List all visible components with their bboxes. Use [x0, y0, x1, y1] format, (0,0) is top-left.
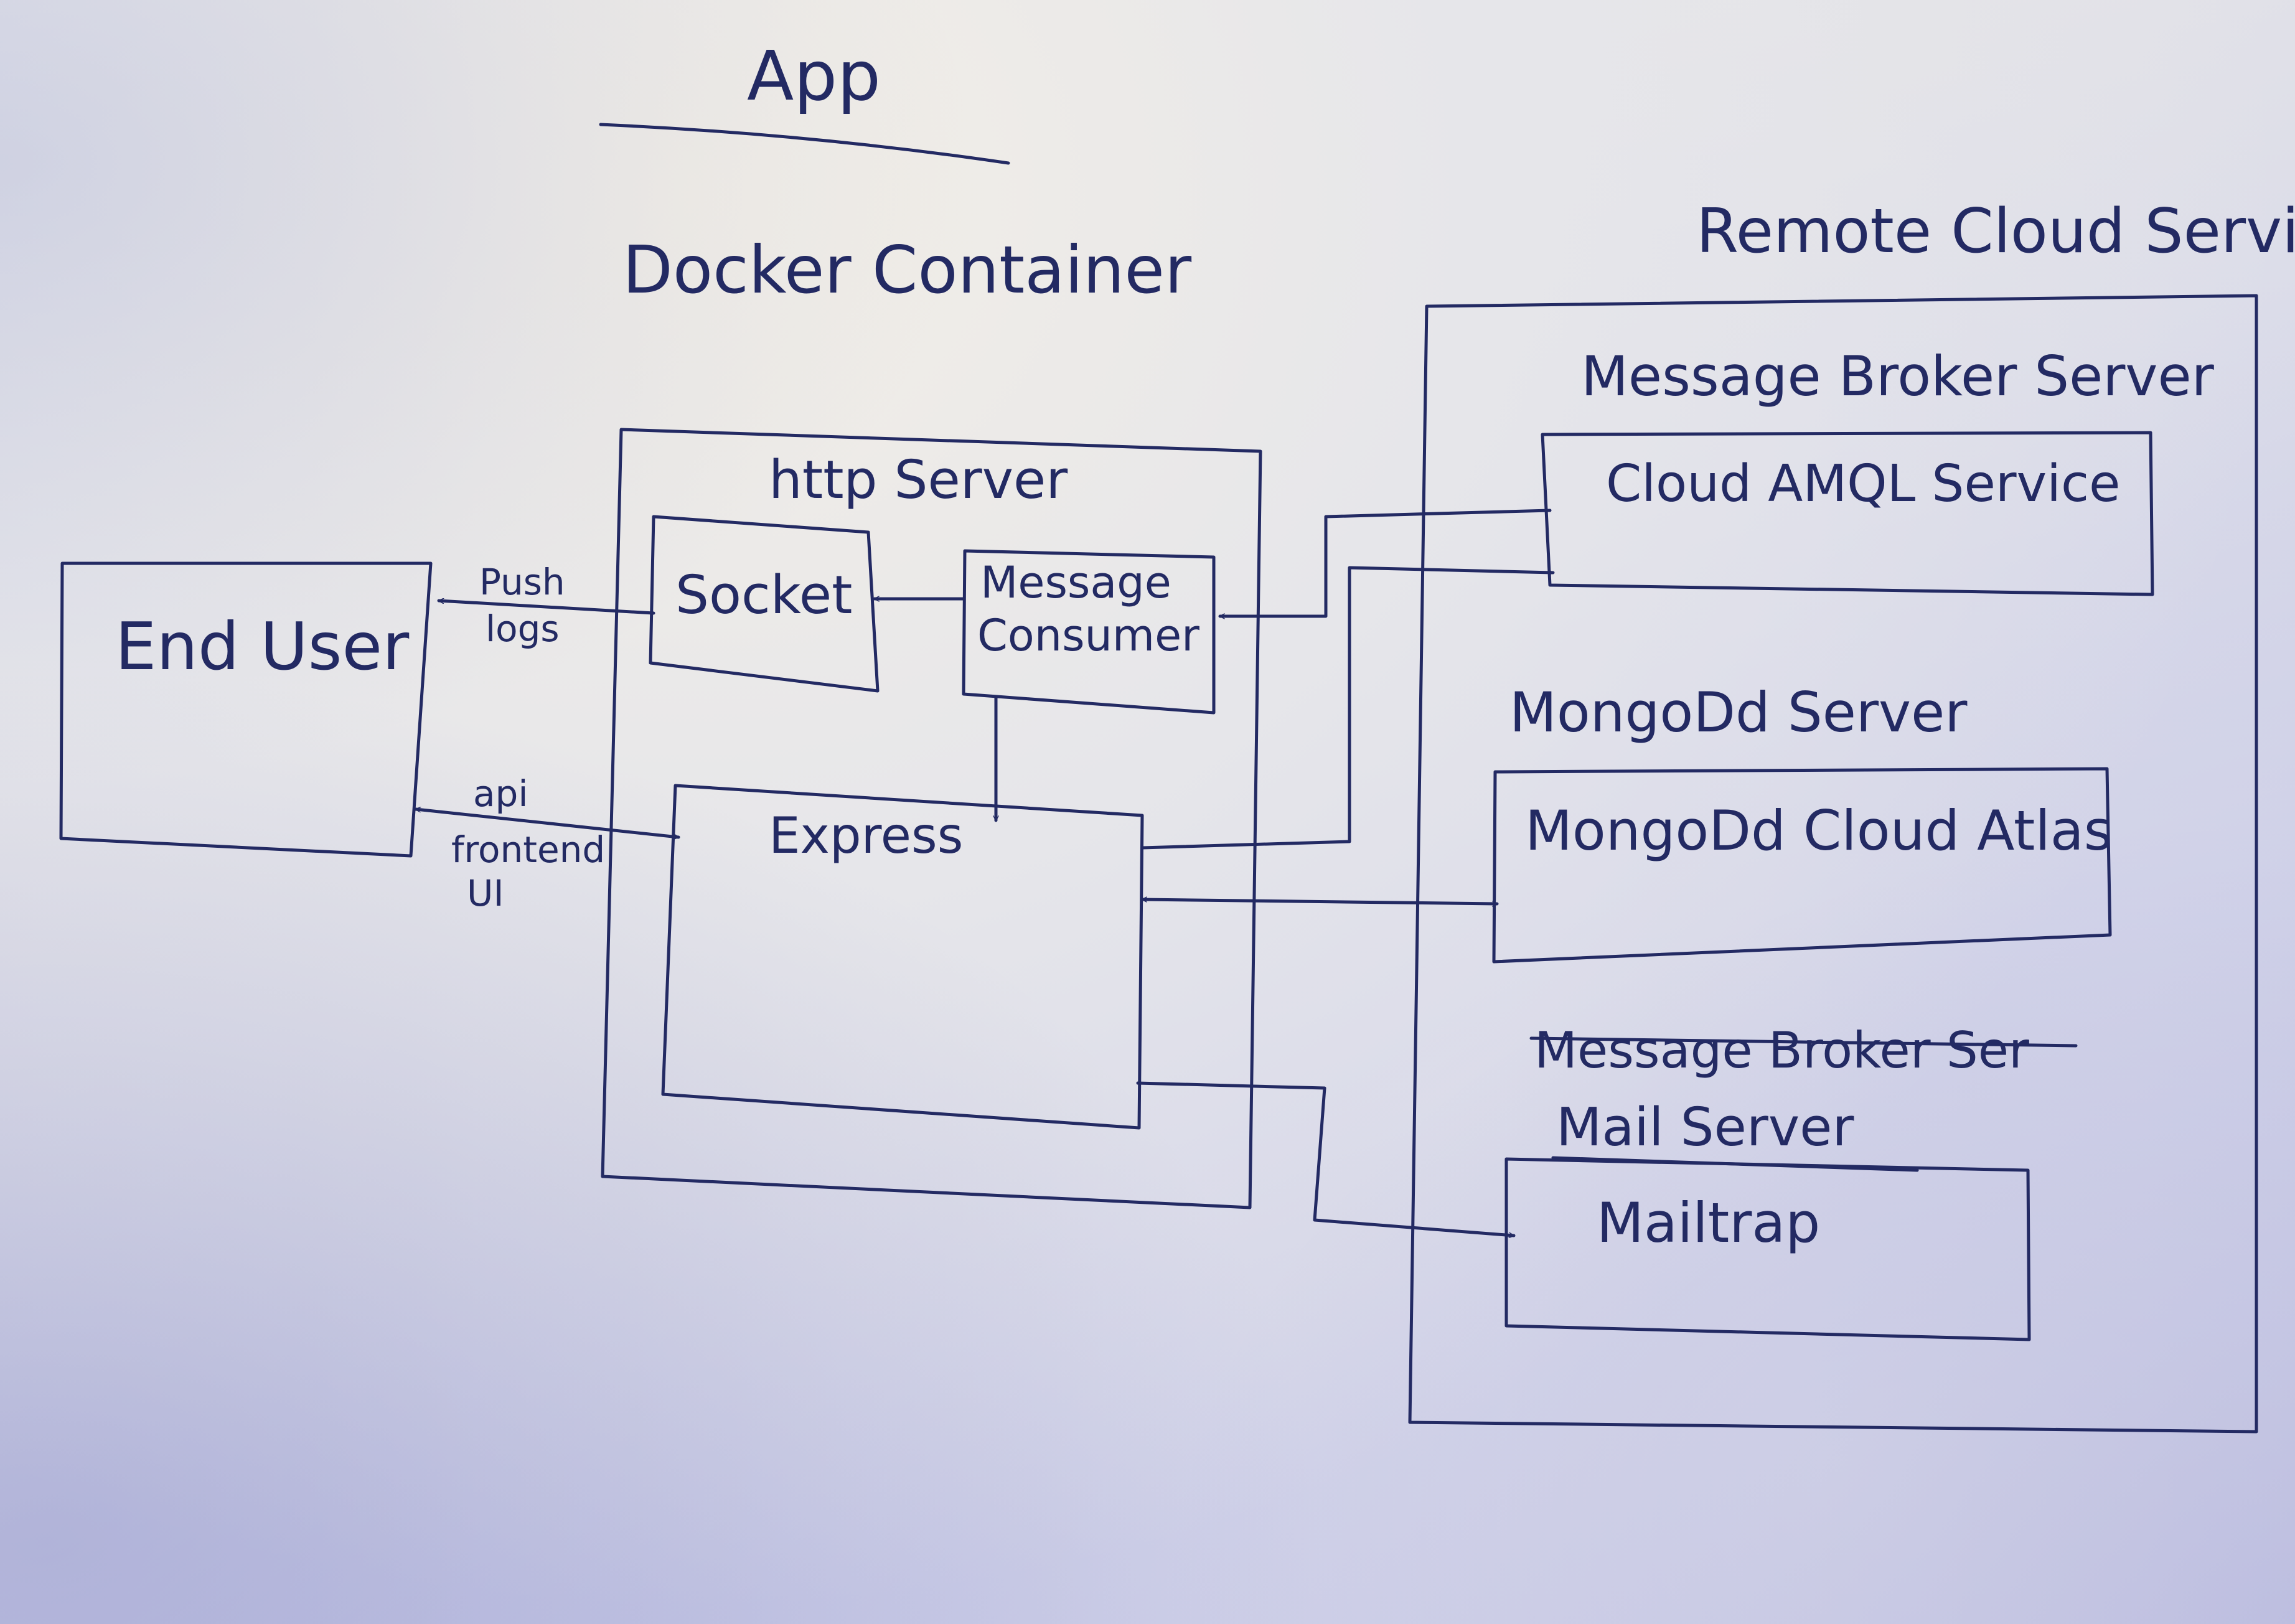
- message-consumer-label-line1: Message: [980, 557, 1171, 608]
- edge-api-label-line1: api: [473, 772, 528, 815]
- express-box: [661, 784, 1144, 1130]
- edge-socket-to-end-user: [437, 601, 655, 615]
- socket-label: Socket: [675, 565, 853, 626]
- remote-cloud-services-label: Remote Cloud Services: [1696, 196, 2295, 267]
- end-user-box: [59, 561, 433, 858]
- message-consumer-label-line2: Consumer: [977, 610, 1199, 661]
- edge-push-label-line2: logs: [486, 608, 560, 650]
- mongodb-server-label: MongoDd Server: [1509, 680, 1968, 744]
- mongodb-atlas-label: MongoDd Cloud Atlas: [1525, 799, 2113, 863]
- edge-express-to-amql: [1140, 566, 1555, 850]
- edge-api-label-line3: UI: [467, 872, 504, 914]
- remote-cloud-services-box: [1408, 294, 2258, 1434]
- mongodb-atlas-box: [1492, 767, 2112, 964]
- mail-server-label: Mail Server: [1556, 1097, 1854, 1158]
- edge-api-label-line2: frontend: [451, 828, 605, 871]
- app-title: App: [747, 36, 881, 116]
- end-user-label: End User: [115, 609, 410, 685]
- message-broker-server-label: Message Broker Server: [1581, 344, 2215, 408]
- mailtrap-box: [1504, 1157, 2031, 1341]
- cloud-amql-service-label: Cloud AMQL Service: [1606, 454, 2121, 514]
- edge-express-to-mailtrap: [1136, 1081, 1516, 1236]
- cloud-amql-service-box: [1541, 431, 2154, 596]
- express-label: Express: [769, 807, 963, 865]
- crossed-out-label: Message Broker Ser: [1534, 1021, 2029, 1079]
- edge-express-mongodb: [1140, 899, 1499, 904]
- edge-amql-to-consumer: [1218, 509, 1552, 616]
- strikethrough-line: [1529, 1036, 2078, 1048]
- docker-container-label: Docker Container: [622, 232, 1192, 308]
- edge-end-user-express: [414, 809, 680, 837]
- mailtrap-label: Mailtrap: [1597, 1191, 1820, 1255]
- title-underline: [599, 123, 1010, 165]
- message-consumer-box: [962, 549, 1216, 715]
- http-server-label: http Server: [769, 449, 1068, 511]
- http-server-box: [601, 428, 1262, 1209]
- edge-push-label-line1: Push: [479, 561, 565, 603]
